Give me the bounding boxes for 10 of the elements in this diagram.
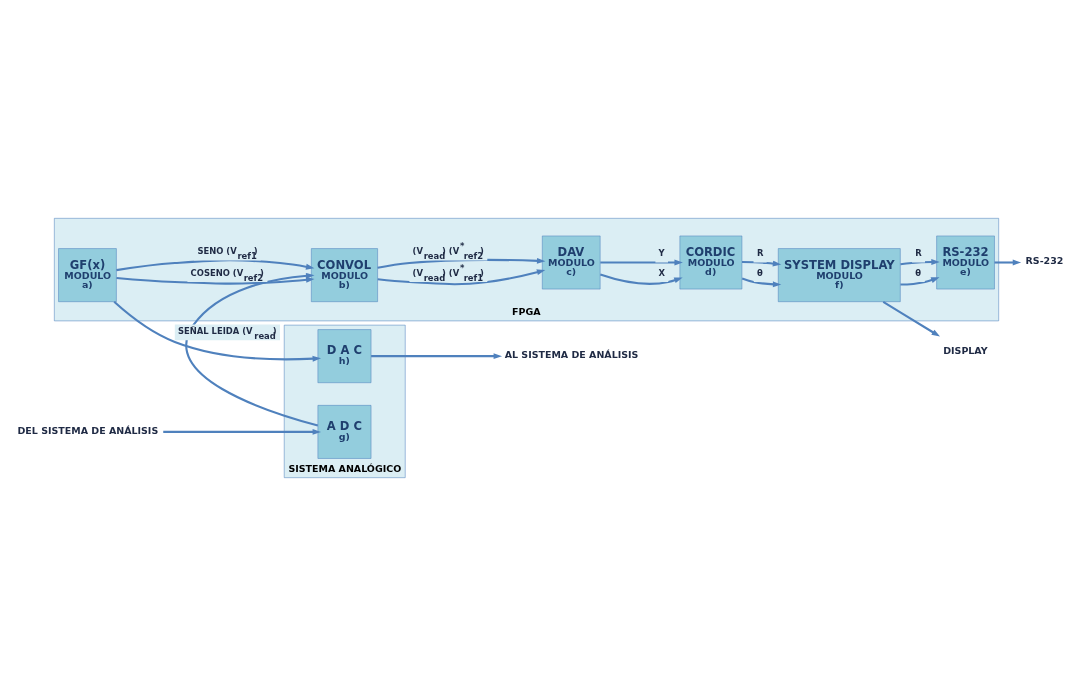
node-text: DISPLAY bbox=[943, 344, 988, 356]
edge-label: R bbox=[756, 248, 764, 259]
edge-label: Y bbox=[658, 248, 665, 259]
edge-label: θ bbox=[915, 267, 922, 278]
node-text: RS-232 bbox=[1025, 255, 1064, 267]
edge-label: R bbox=[915, 248, 922, 259]
node-text: DEL SISTEMA DE ANÁLISIS bbox=[17, 424, 159, 436]
edge-label: θ bbox=[756, 267, 763, 278]
node-text: AL SISTEMA DE ANÁLISIS bbox=[504, 348, 639, 360]
edge-label: X bbox=[658, 267, 666, 278]
